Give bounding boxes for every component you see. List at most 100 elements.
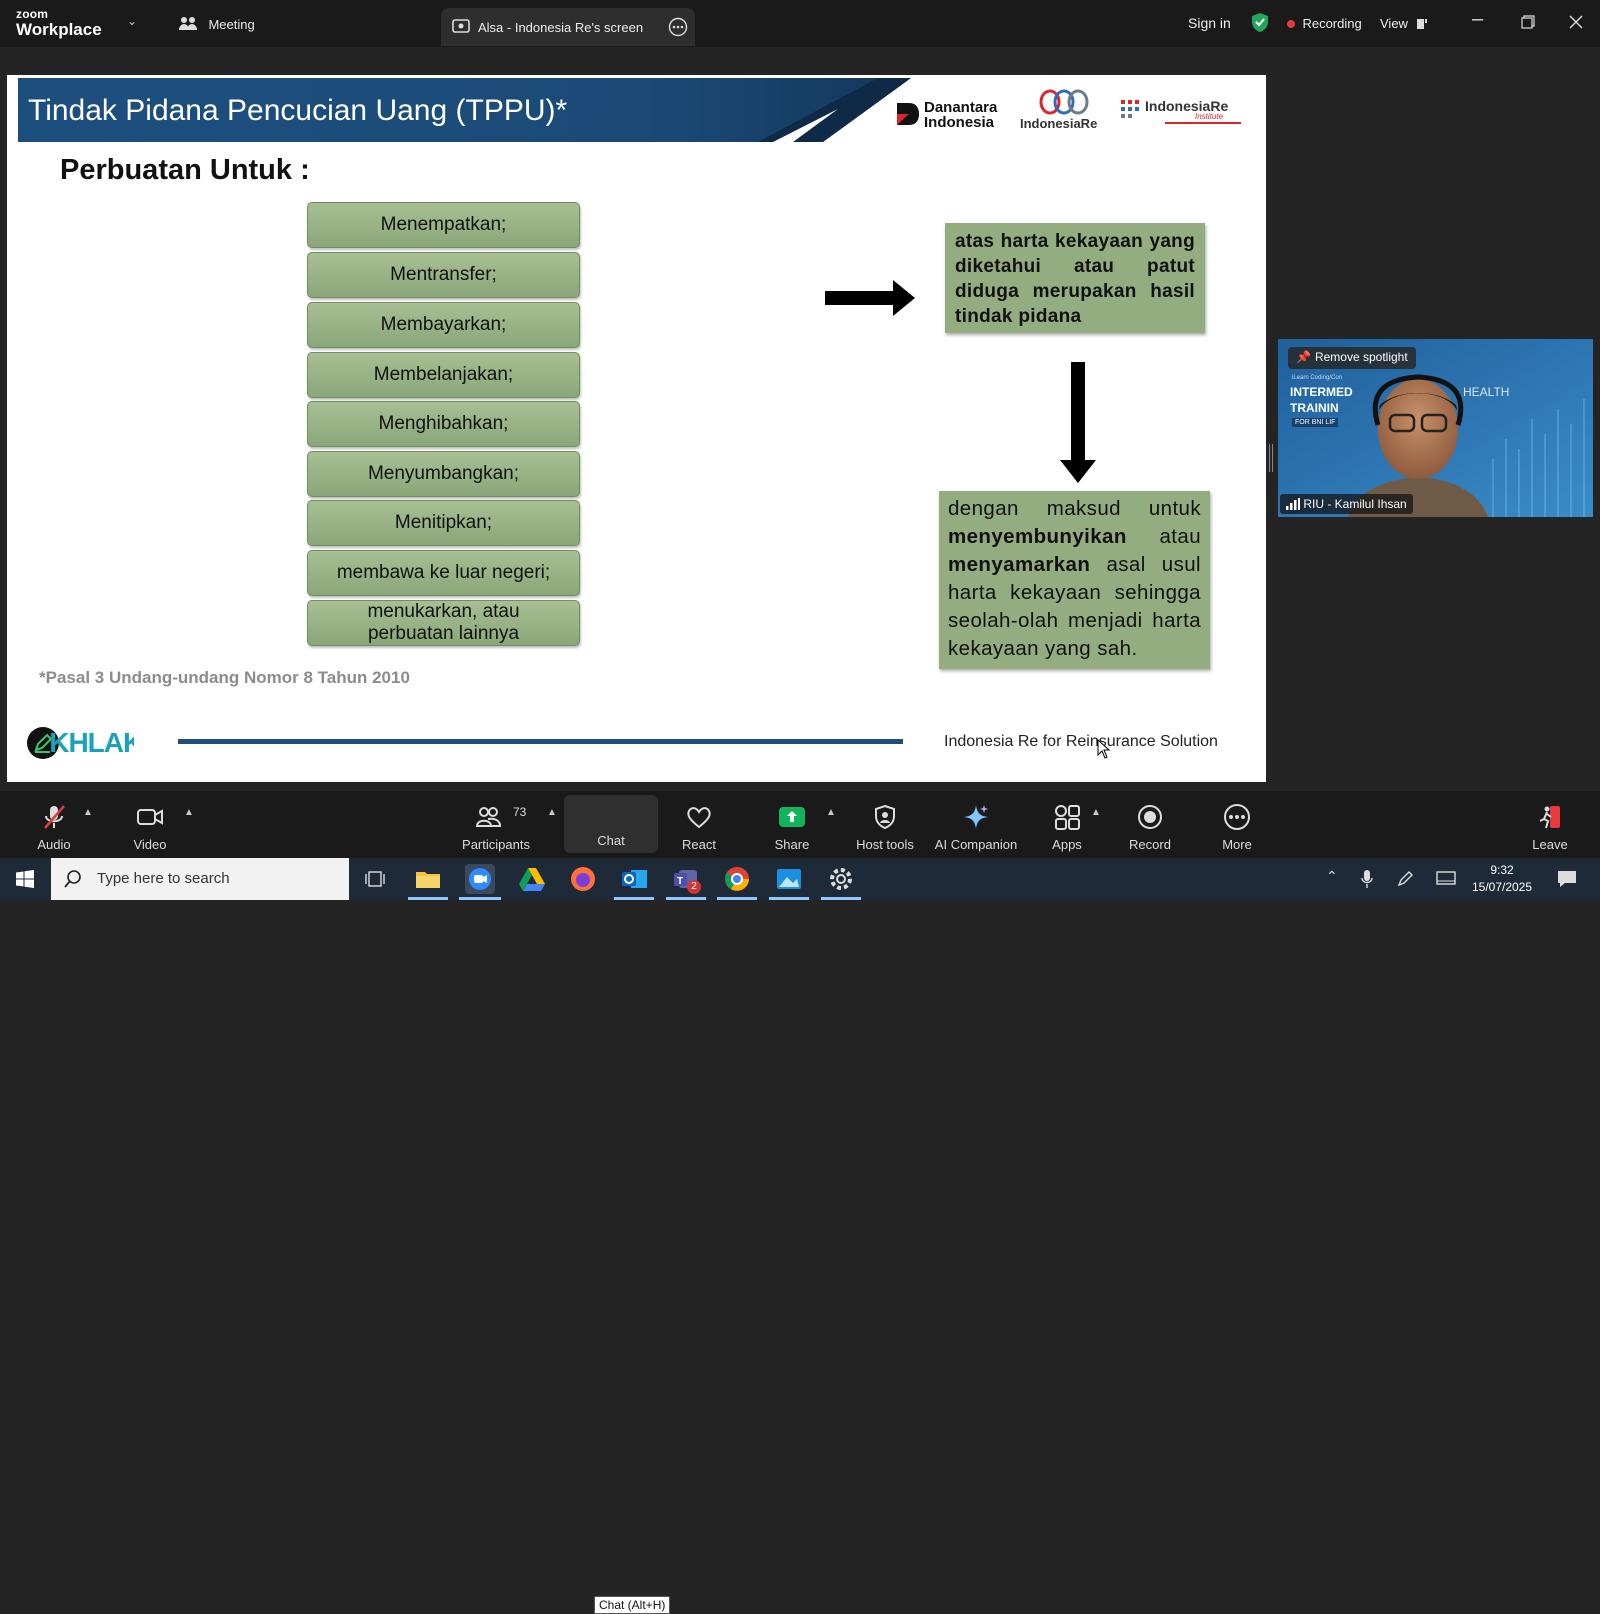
more-options-icon[interactable] <box>668 17 688 37</box>
indonesiare-logo: IndonesiaRe <box>1020 89 1110 134</box>
video-label: Video <box>133 837 167 852</box>
chrome-icon[interactable] <box>722 864 752 894</box>
recording-indicator[interactable]: Recording <box>1287 15 1362 33</box>
taskbar-search-box[interactable]: Type here to search <box>51 858 349 900</box>
chat-label: Chat <box>597 833 625 848</box>
screen-share-icon <box>452 19 470 33</box>
action-box: Menyumbangkan; <box>307 451 580 497</box>
panel-resize-handle[interactable] <box>1269 444 1273 472</box>
audio-label: Audio <box>37 837 71 852</box>
institute-text: IndonesiaRe <box>1145 98 1229 114</box>
restore-icon[interactable] <box>1521 15 1535 29</box>
meeting-title-bar: zoom Workplace ⌄ Meeting Alsa - Indonesi… <box>0 0 1600 47</box>
share-options-caret-icon[interactable]: ▲ <box>826 807 836 818</box>
zoom-app-icon[interactable] <box>465 864 495 894</box>
search-placeholder: Type here to search <box>97 870 230 887</box>
people-icon <box>179 17 197 30</box>
more-button[interactable]: More <box>1197 791 1277 858</box>
indonesiare-text: IndonesiaRe <box>1020 116 1098 131</box>
participants-label: Participants <box>462 837 530 852</box>
video-bg-text: HEALTH <box>1463 385 1510 399</box>
audio-options-caret-icon[interactable]: ▲ <box>83 807 93 818</box>
photos-icon[interactable] <box>774 864 804 894</box>
host-tools-label: Host tools <box>856 837 914 852</box>
participants-options-caret-icon[interactable]: ▲ <box>547 807 557 818</box>
purpose-box: dengan maksud untuk menyembunyikan atau … <box>939 491 1210 669</box>
apps-options-caret-icon[interactable]: ▲ <box>1091 807 1101 818</box>
signal-strength-icon <box>1286 497 1300 510</box>
zoom-active-indicator <box>459 897 501 900</box>
apps-grid-icon <box>1055 805 1080 830</box>
encryption-shield-icon[interactable] <box>1251 12 1269 33</box>
danantara-logo: Danantara Indonesia <box>895 98 1013 130</box>
apps-label: Apps <box>1052 837 1082 852</box>
show-hidden-icons-chevron-icon[interactable]: ⌃ <box>1326 868 1338 884</box>
record-icon <box>1138 805 1162 829</box>
ai-companion-label: AI Companion <box>934 837 1018 852</box>
photos-active-indicator <box>769 897 809 900</box>
institute-dots-icon <box>1121 100 1139 118</box>
record-button[interactable]: Record <box>1110 791 1190 858</box>
chat-tooltip: Chat (Alt+H) <box>594 1596 671 1614</box>
right-arrow-icon <box>825 280 915 316</box>
spotlight-video-tile[interactable]: INTERMED TRAININ HEALTH FOR BNI LIF iLea… <box>1278 339 1593 517</box>
presentation-slide: Tindak Pidana Pencucian Uang (TPPU)* Dan… <box>18 78 1253 773</box>
display-icon[interactable] <box>1436 871 1456 887</box>
shared-screen-tab[interactable]: Alsa - Indonesia Re's screen <box>441 8 695 46</box>
notification-center-icon[interactable] <box>1557 870 1577 888</box>
video-button[interactable]: Video <box>110 791 190 858</box>
pen-icon[interactable] <box>1396 870 1414 888</box>
chat-button[interactable]: Chat <box>564 795 658 853</box>
chrome-active-indicator <box>717 897 757 900</box>
meeting-controls-toolbar: Audio ▲ Video ▲ 73 Participants ▲ Chat C… <box>0 791 1600 1614</box>
sign-in-button[interactable]: Sign in <box>1188 15 1231 31</box>
close-window-icon[interactable] <box>1569 15 1583 29</box>
result-box: atas harta kekayaan yang diketahui atau … <box>945 223 1205 333</box>
meeting-tab[interactable]: Meeting <box>178 15 255 33</box>
mouse-cursor-icon <box>1097 739 1111 759</box>
video-bg-text: iLearn Coding/Con <box>1292 375 1343 381</box>
minimize-icon[interactable]: – <box>1472 8 1484 30</box>
firefox-icon[interactable] <box>568 864 598 894</box>
react-button[interactable]: React <box>659 791 739 858</box>
footer-tagline: Indonesia Re for Reinsurance Solution <box>944 733 1218 750</box>
task-view-icon[interactable] <box>365 870 385 888</box>
record-label: Record <box>1129 837 1171 852</box>
heart-icon <box>687 807 711 829</box>
action-box: membawa ke luar negeri; <box>307 550 580 596</box>
windows-start-icon[interactable] <box>16 870 34 888</box>
participants-button[interactable]: 73 Participants <box>456 791 536 858</box>
settings-active-indicator <box>821 897 861 900</box>
file-explorer-icon[interactable] <box>413 864 443 894</box>
shared-screen-view: Tindak Pidana Pencucian Uang (TPPU)* Dan… <box>7 75 1266 782</box>
video-background <box>1278 339 1593 517</box>
system-clock[interactable]: 9:32 15/07/2025 <box>1471 863 1533 894</box>
footer-divider <box>178 739 903 744</box>
view-label: View <box>1380 16 1408 31</box>
audio-button[interactable]: Audio <box>14 791 94 858</box>
react-label: React <box>682 837 716 852</box>
search-icon <box>64 870 81 888</box>
view-button[interactable]: View <box>1380 15 1428 33</box>
svg-text:T: T <box>677 876 683 887</box>
share-button[interactable]: Share <box>752 791 832 858</box>
microphone-in-use-icon[interactable] <box>1361 870 1373 888</box>
settings-gear-icon[interactable] <box>826 864 856 894</box>
institute-subtext: Institute <box>1195 112 1224 121</box>
teams-badge: 2 <box>687 880 701 894</box>
remove-spotlight-button[interactable]: 📌Remove spotlight <box>1288 347 1416 369</box>
video-options-caret-icon[interactable]: ▲ <box>184 807 194 818</box>
apps-button[interactable]: Apps <box>1027 791 1107 858</box>
sparkle-icon <box>964 805 988 829</box>
outlook-icon[interactable] <box>619 864 649 894</box>
action-box: Menempatkan; <box>307 202 580 248</box>
action-box: Membelanjakan; <box>307 352 580 398</box>
app-menu-chevron-icon[interactable]: ⌄ <box>127 14 138 28</box>
share-label: Share <box>774 837 810 852</box>
ai-companion-button[interactable]: AI Companion <box>926 791 1026 858</box>
leave-button[interactable]: Leave <box>1510 791 1590 858</box>
participant-name-label: RIU - Kamilul Ihsan <box>1280 494 1413 514</box>
teams-icon[interactable]: T 2 <box>671 864 701 894</box>
google-drive-icon[interactable] <box>517 864 547 894</box>
host-tools-button[interactable]: Host tools <box>845 791 925 858</box>
